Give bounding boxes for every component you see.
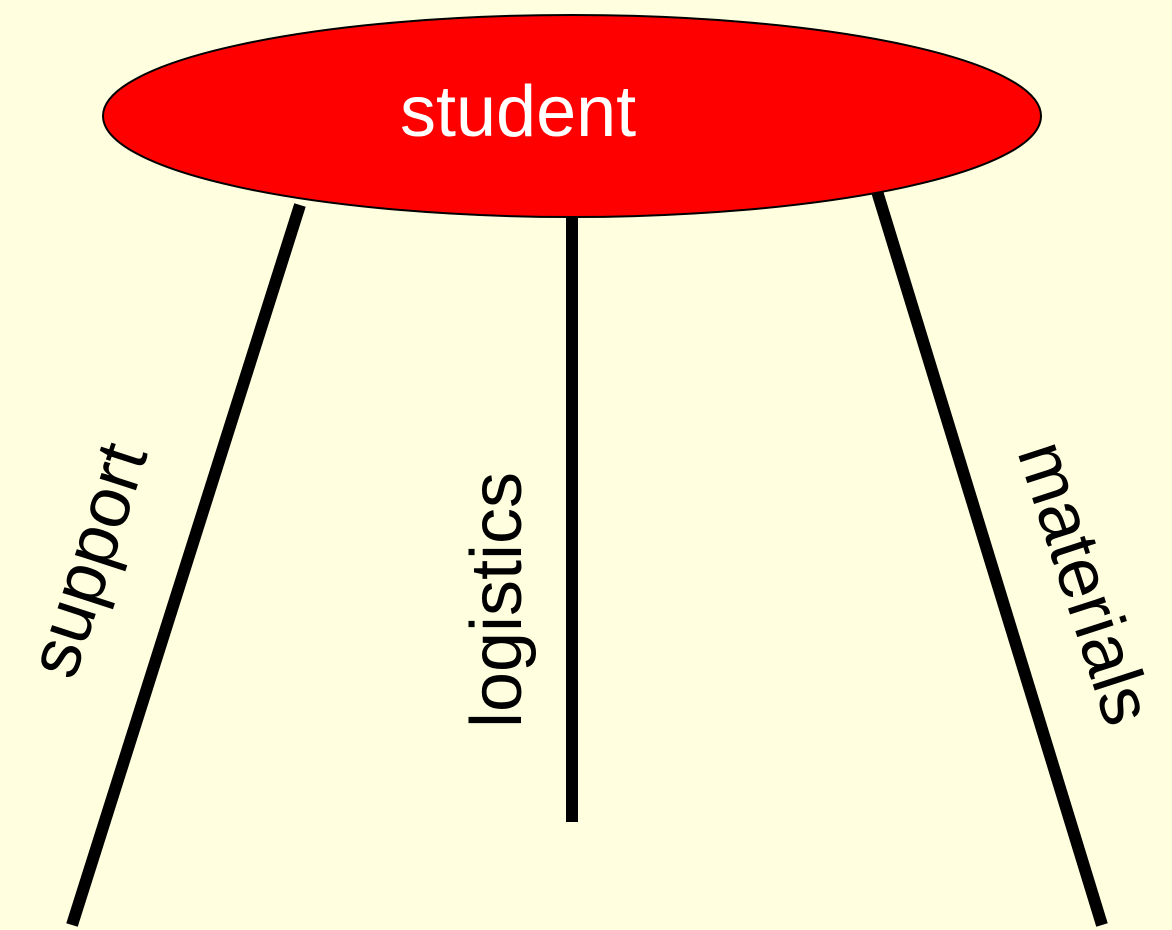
support-branch-line (66, 203, 306, 927)
root-node-ellipse (102, 14, 1042, 218)
logistics-branch-label: logistics (457, 471, 537, 729)
root-node-label: student (400, 72, 637, 152)
materials-branch-line (870, 186, 1108, 927)
